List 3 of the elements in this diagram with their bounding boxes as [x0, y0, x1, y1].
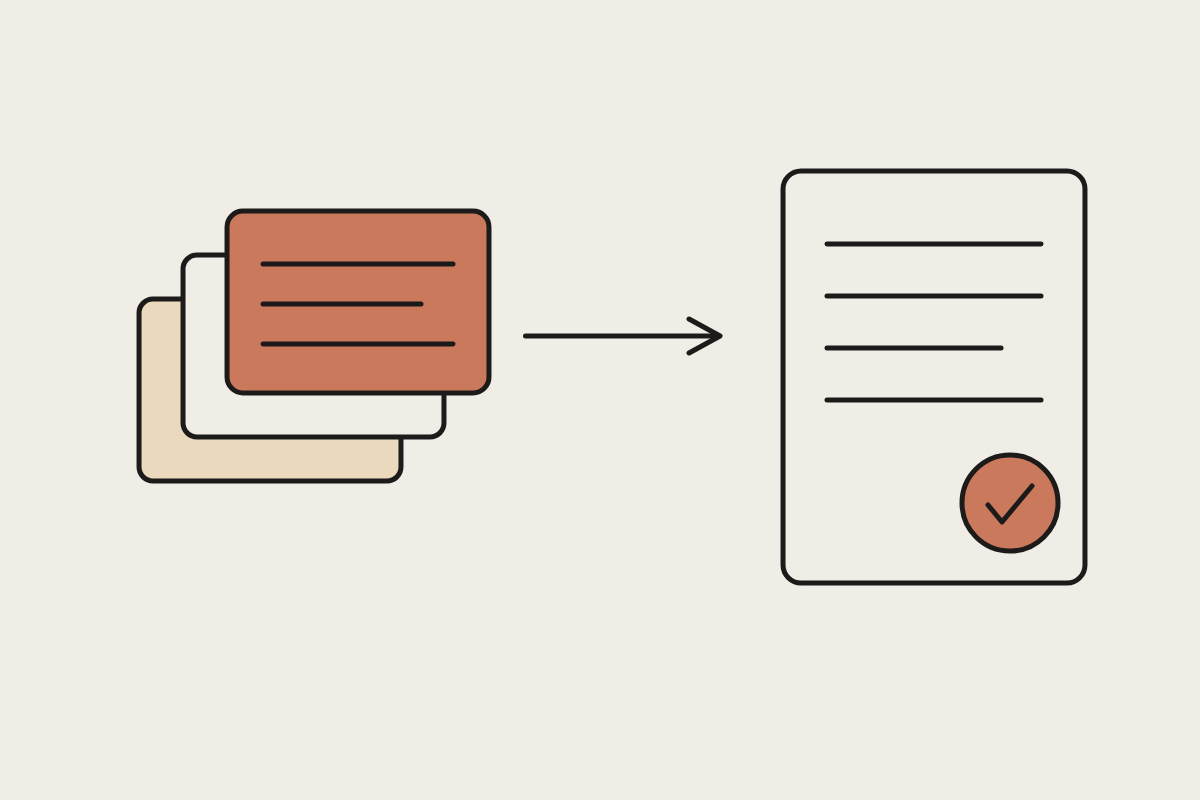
arrow: [523, 316, 723, 356]
card: [224, 208, 492, 396]
document-page: [780, 168, 1088, 586]
